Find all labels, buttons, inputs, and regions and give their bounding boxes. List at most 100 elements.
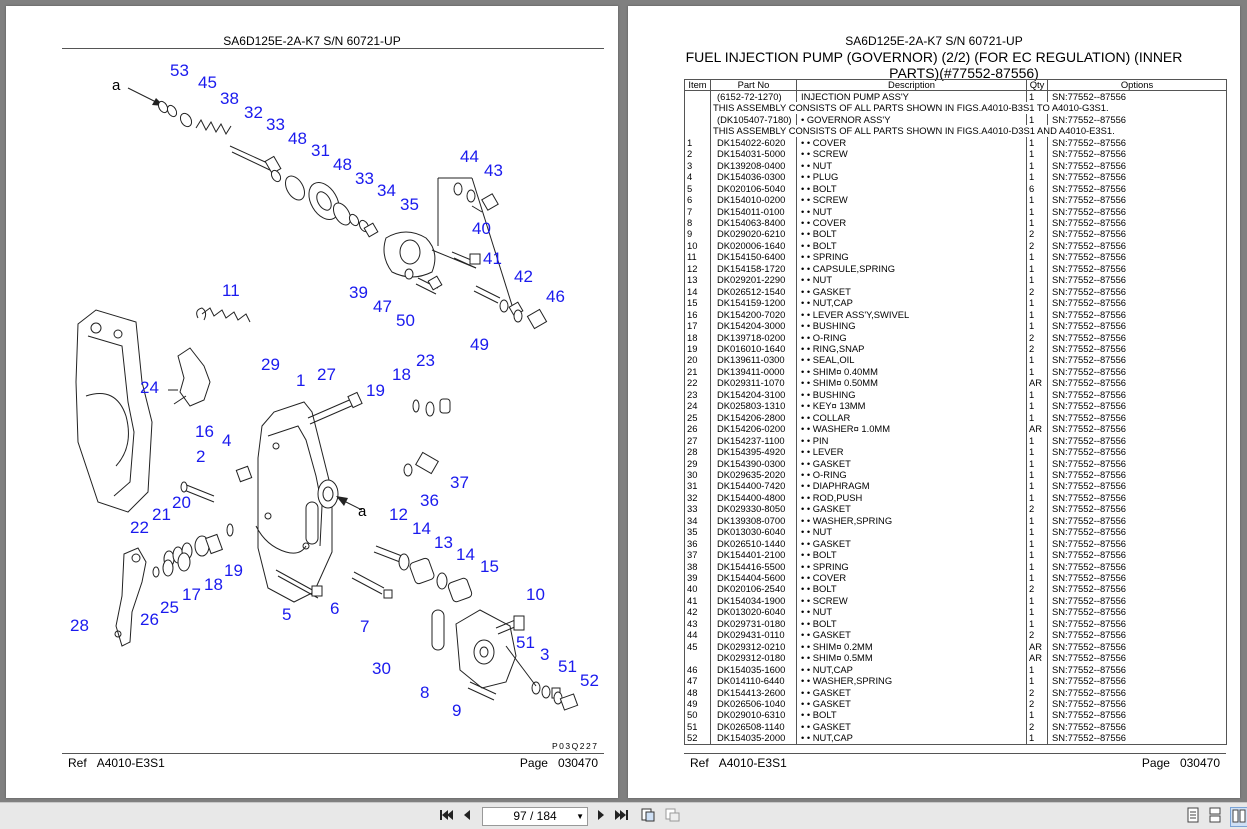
two-page-view-icon[interactable] — [1230, 807, 1247, 827]
table-cell — [684, 125, 711, 137]
options-cell: SN:77552--87556 — [1047, 572, 1227, 584]
options-cell: SN:77552--87556 — [1047, 274, 1227, 286]
qty-cell: 1 — [1026, 148, 1048, 160]
qty-cell: 2 — [1026, 331, 1048, 343]
item-cell: 30 — [684, 468, 711, 481]
item-cell: 16 — [684, 308, 711, 321]
item-cell: 17 — [684, 320, 711, 332]
options-cell: SN:77552--87556 — [1047, 606, 1227, 618]
options-cell: SN:77552--87556 — [1047, 423, 1227, 435]
options-cell: SN:77552--87556 — [1047, 526, 1227, 538]
callout: 48 — [333, 155, 352, 174]
item-cell: 8 — [684, 216, 711, 229]
options-cell: SN:77552--87556 — [1047, 171, 1227, 183]
last-page-icon[interactable] — [614, 807, 630, 825]
part-no-cell: DK020006-1640 — [710, 239, 797, 252]
item-cell: 21 — [684, 365, 711, 378]
item-cell: 51 — [684, 720, 711, 733]
item-cell: 2 — [684, 148, 711, 160]
continuous-view-icon[interactable] — [1208, 807, 1222, 825]
qty-cell: 1 — [1026, 308, 1048, 321]
callout: 32 — [244, 103, 263, 122]
part-no-cell: DK139411-0000 — [710, 365, 797, 378]
callout: 24 — [140, 378, 159, 397]
options-cell: SN:77552--87556 — [1047, 549, 1227, 561]
description-cell: • • COVER — [796, 572, 1027, 584]
parts-table: Item Part No Description Qty Options (61… — [684, 79, 1227, 745]
item-cell — [684, 652, 711, 664]
options-cell: SN:77552--87556 — [1047, 365, 1227, 378]
description-cell: • • BOLT — [796, 583, 1027, 595]
description-cell: • GOVERNOR ASS'Y — [796, 113, 1027, 126]
first-page-icon[interactable] — [438, 807, 454, 825]
part-no-cell: DK029312-0210 — [710, 640, 797, 653]
page-number-input[interactable]: 97 / 184 ▼ — [482, 807, 588, 826]
part-no-cell: DK029312-0180 — [710, 652, 797, 664]
item-cell: 26 — [684, 423, 711, 435]
chevron-down-icon[interactable]: ▼ — [576, 812, 584, 821]
next-page-icon[interactable] — [594, 807, 608, 825]
description-cell: • • GASKET — [796, 537, 1027, 550]
callout: 36 — [420, 491, 439, 510]
description-cell: • • SCREW — [796, 194, 1027, 206]
callout: 26 — [140, 610, 159, 629]
qty-cell: 1 — [1026, 663, 1048, 676]
qty-cell: 2 — [1026, 239, 1048, 252]
description-cell: • • GASKET — [796, 285, 1027, 298]
rotate-page-icon[interactable] — [640, 807, 656, 825]
options-cell: SN:77552--87556 — [1047, 251, 1227, 263]
item-cell: 13 — [684, 274, 711, 286]
item-cell: 20 — [684, 354, 711, 366]
qty-cell: AR — [1026, 652, 1048, 664]
callout: 8 — [420, 683, 429, 702]
description-cell: • • PIN — [796, 434, 1027, 447]
right-page: SA6D125E-2A-K7 S/N 60721-UP FUEL INJECTI… — [628, 6, 1240, 798]
options-cell: SN:77552--87556 — [1047, 583, 1227, 595]
qty-cell: 1 — [1026, 262, 1048, 275]
description-cell: • • GASKET — [796, 629, 1027, 641]
right-footer-rule — [684, 753, 1226, 754]
item-cell: 34 — [684, 514, 711, 527]
description-cell: • • SCREW — [796, 594, 1027, 607]
callout: 47 — [373, 297, 392, 316]
item-cell: 14 — [684, 285, 711, 298]
description-cell: • • NUT,CAP — [796, 297, 1027, 309]
options-cell: SN:77552--87556 — [1047, 354, 1227, 366]
copy-page-icon[interactable] — [664, 807, 680, 825]
item-cell: 42 — [684, 606, 711, 618]
qty-cell: 1 — [1026, 709, 1048, 721]
options-cell: SN:77552--87556 — [1047, 537, 1227, 550]
ref-value: A4010-E3S1 — [96, 756, 165, 770]
description-cell: • • PLUG — [796, 171, 1027, 183]
callout: 40 — [472, 219, 491, 238]
description-cell: • • COLLAR — [796, 411, 1027, 424]
callout: 30 — [372, 659, 391, 678]
ref-label: Ref — [68, 756, 87, 770]
left-header-rule — [62, 48, 604, 49]
part-no-cell: DK154204-3000 — [710, 320, 797, 332]
qty-cell: 1 — [1026, 617, 1048, 630]
callout: 20 — [172, 493, 191, 512]
col-header-description: Description — [796, 79, 1027, 91]
previous-page-icon[interactable] — [460, 807, 474, 825]
options-cell: SN:77552--87556 — [1047, 308, 1227, 321]
item-cell: 25 — [684, 411, 711, 424]
options-cell: SN:77552--87556 — [1047, 377, 1227, 389]
qty-cell: 1 — [1026, 171, 1048, 183]
single-page-view-icon[interactable] — [1186, 807, 1200, 825]
item-cell: 1 — [684, 136, 711, 149]
item-cell: 27 — [684, 434, 711, 447]
part-no-cell: DK014110-6440 — [710, 675, 797, 687]
